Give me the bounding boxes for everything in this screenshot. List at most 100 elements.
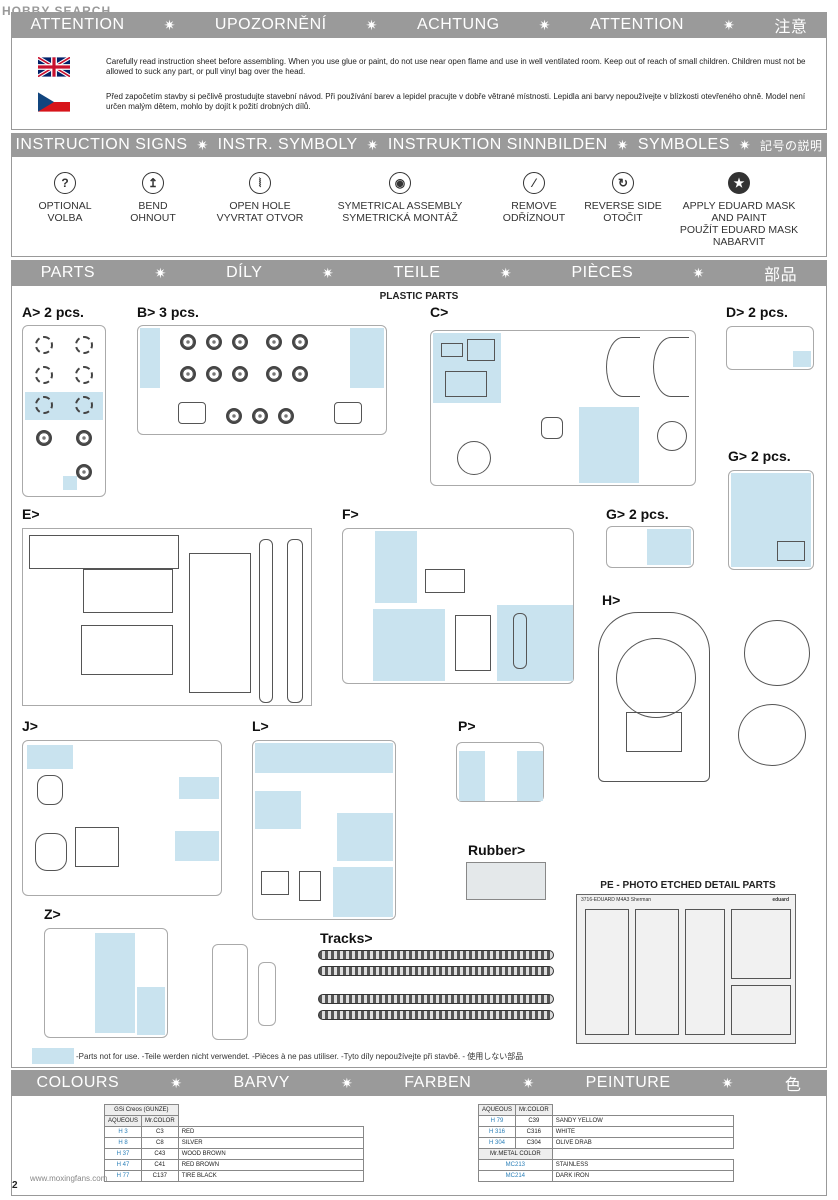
turret-part: [598, 612, 710, 782]
signs-frame: [11, 157, 827, 257]
sign-label: OPTIONAL: [38, 200, 92, 212]
unused-parts-area: [459, 751, 485, 801]
table-header: AQUEOUS: [477, 1104, 517, 1116]
remove-icon: ⁄: [523, 172, 545, 194]
unused-parts-area: [517, 751, 543, 801]
unused-parts-area: [95, 933, 135, 1033]
unused-legend-text: -Parts not for use. -Teile werden nicht …: [76, 1052, 524, 1061]
star-icon: ✷: [616, 136, 629, 153]
road-wheel: [76, 430, 92, 446]
question-icon: ?: [54, 172, 76, 194]
sign-remove: ⁄ REMOVE ODŘÍZNOUT: [494, 172, 574, 224]
band-label: ACHTUNG: [416, 16, 500, 33]
sprue-c: [430, 330, 696, 486]
small-part: [35, 833, 67, 871]
unused-parts-area: [647, 529, 691, 565]
drive-sprocket: [35, 336, 53, 354]
parts-band: PARTS ✷ DÍLY ✷ TEILE ✷ PIÈCES ✷ 部品: [11, 260, 827, 286]
sprue-d-label: D> 2 pcs.: [726, 304, 788, 320]
rubber-sheet: [466, 862, 546, 900]
star-icon: ✷: [522, 1074, 535, 1091]
road-wheel: [266, 334, 282, 350]
small-part: [777, 541, 805, 561]
cupola-part: [657, 421, 687, 451]
table-header: Mr.COLOR: [141, 1115, 179, 1127]
road-wheel: [180, 366, 196, 382]
sign-label: REMOVE: [511, 200, 557, 212]
sprue-f-label: F>: [342, 506, 359, 522]
pe-part: [731, 985, 791, 1035]
sign-label: VOLBA: [47, 212, 83, 224]
band-label: UPOZORNĚNÍ: [214, 16, 327, 33]
band-label: COLOURS: [36, 1074, 120, 1091]
uk-flag-icon: [38, 57, 70, 77]
unused-parts-area: [333, 867, 393, 917]
star-icon: ✷: [170, 1074, 183, 1091]
warning-en: Carefully read instruction sheet before …: [38, 57, 806, 77]
unused-parts-area: [140, 328, 160, 388]
fender-part: [259, 539, 273, 703]
sign-symmetrical: ◉ SYMETRICAL ASSEMBLY SYMETRICKÁ MONTÁŽ: [330, 172, 470, 224]
unused-parts-area: [375, 531, 417, 603]
hull-part: [83, 569, 173, 613]
small-part: [37, 775, 63, 805]
track-run: [318, 994, 554, 1004]
pe-part: [731, 909, 791, 979]
drive-sprocket: [35, 396, 53, 414]
unused-parts-area: [255, 743, 393, 773]
warning-text-cz: Před započetím stavby si pečlivě prostud…: [106, 92, 806, 111]
sign-label: SYMETRICKÁ MONTÁŽ: [342, 212, 458, 224]
band-label: TEILE: [393, 264, 441, 281]
czech-flag-icon: [38, 92, 70, 112]
band-label: ATTENTION: [589, 16, 684, 33]
star-icon: ✷: [321, 264, 335, 281]
band-label: 注意: [774, 19, 808, 36]
small-part: [299, 871, 321, 901]
sprue-d: [726, 326, 814, 370]
band-label: FARBEN: [404, 1074, 472, 1091]
sprue-z: [44, 928, 168, 1038]
star-icon: ✷: [366, 136, 379, 153]
pe-part: [635, 909, 679, 1035]
parts-frame: [11, 286, 827, 1068]
road-wheel: [76, 464, 92, 480]
band-label: 部品: [764, 267, 798, 284]
band-label: PARTS: [40, 264, 96, 281]
road-wheel: [206, 334, 222, 350]
page-number: 2: [12, 1180, 18, 1191]
drive-sprocket: [75, 396, 93, 414]
star-icon: ✷: [163, 16, 176, 33]
mask-icon: ★: [728, 172, 750, 194]
sprue-l: [252, 740, 396, 920]
hatch-part: [441, 343, 463, 357]
drive-sprocket: [75, 336, 93, 354]
sign-label: APPLY EDUARD MASK: [682, 200, 796, 212]
sprue-b-label: B> 3 pcs.: [137, 304, 199, 320]
pe-part: [585, 909, 629, 1035]
road-wheel: [180, 334, 196, 350]
pe-fret: 3716-EDUARD M4A3 Sherman eduard: [576, 894, 796, 1044]
sprue-l-label: L>: [252, 718, 269, 734]
sign-label: NABARVIT: [712, 236, 766, 248]
drive-sprocket: [35, 366, 53, 384]
small-part: [513, 613, 527, 669]
unused-parts-area: [579, 407, 639, 483]
watermark-url: www.moxingfans.com: [30, 1174, 108, 1183]
hull-side-part: [189, 553, 251, 693]
drill-icon: ⦚: [249, 172, 271, 194]
hull-part: [81, 625, 173, 675]
star-icon: ✷: [365, 16, 378, 33]
road-wheel: [232, 366, 248, 382]
road-wheel: [232, 334, 248, 350]
unused-parts-area: [255, 791, 301, 829]
reverse-icon: ↻: [612, 172, 634, 194]
sprue-h-label: H>: [602, 592, 621, 608]
unused-parts-area: [793, 351, 811, 367]
sign-label: BEND: [138, 200, 168, 212]
star-icon: ✷: [723, 16, 736, 33]
turret-ring: [616, 638, 696, 718]
small-part: [541, 417, 563, 439]
sign-reverse: ↻ REVERSE SIDE OTOČIT: [578, 172, 668, 224]
